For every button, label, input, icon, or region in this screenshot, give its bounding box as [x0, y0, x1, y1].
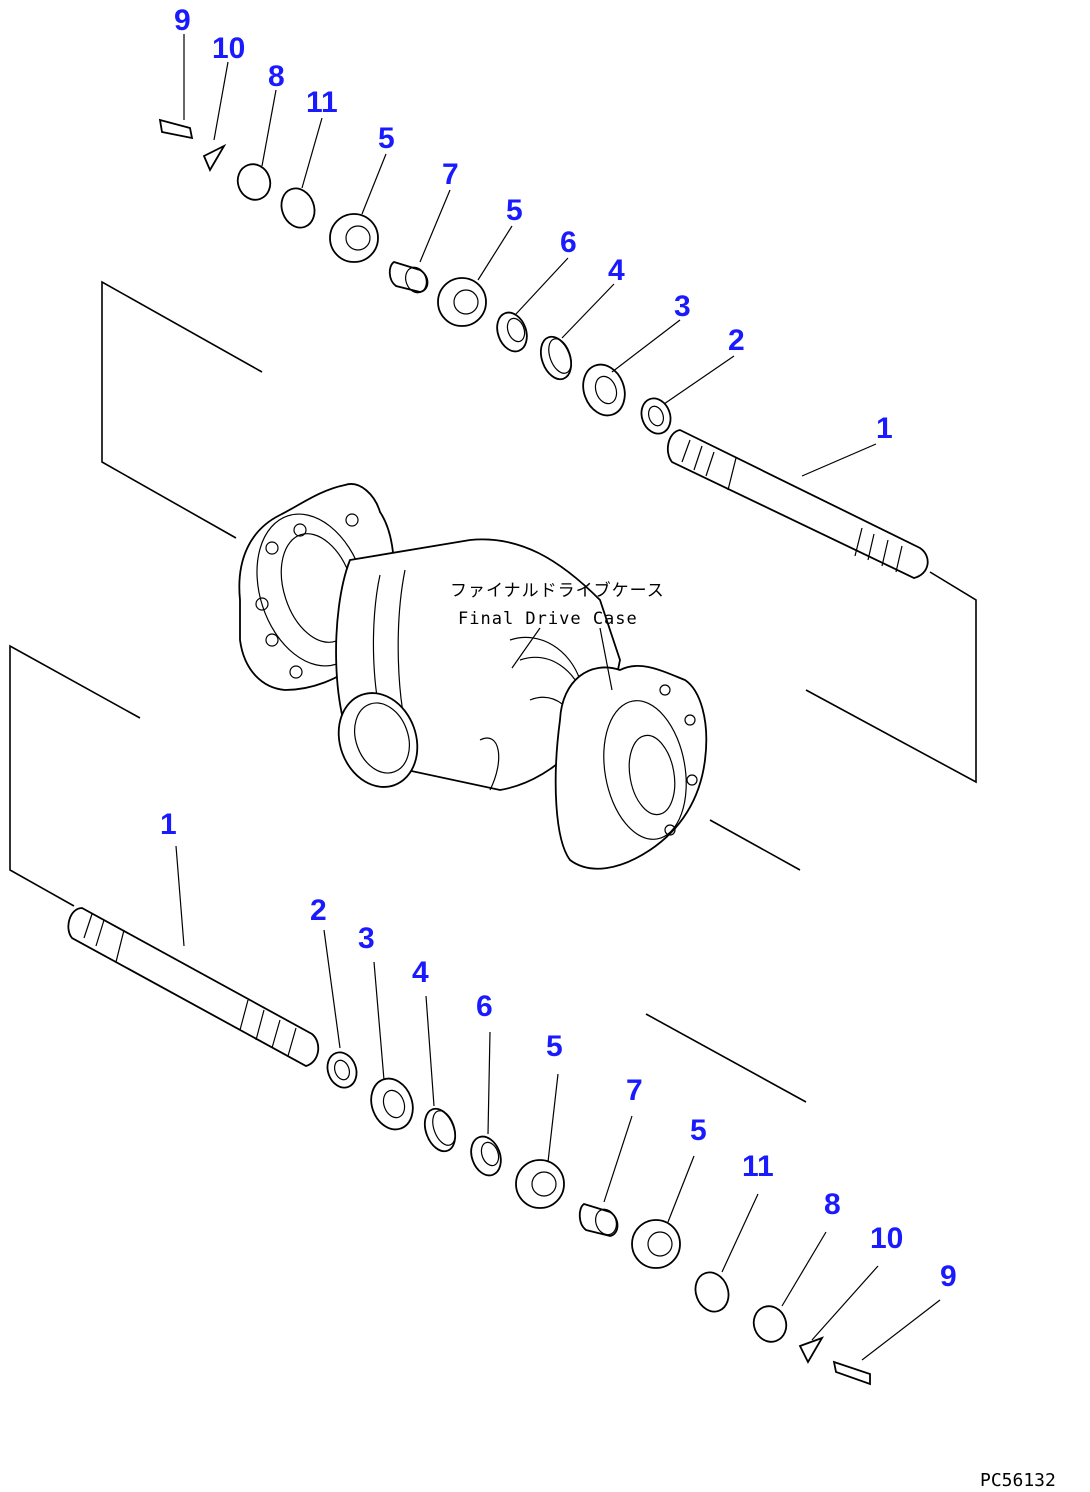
upper-callouts: 9 10 8 11 5 7 5 6 4 3 2 1: [174, 4, 893, 445]
lower-part-7: [578, 1203, 619, 1237]
upper-axle-assembly: [158, 118, 929, 579]
callout-upper-5a: 5: [378, 122, 395, 155]
callout-lower-6: 6: [476, 990, 493, 1023]
lower-part-3: [370, 1077, 414, 1131]
callout-lower-8: 8: [824, 1188, 841, 1221]
callout-upper-11: 11: [306, 86, 338, 119]
lower-part-9: [832, 1360, 871, 1386]
upper-part-5b: [437, 277, 487, 327]
callout-upper-5b: 5: [506, 194, 523, 227]
callout-upper-4: 4: [608, 254, 625, 287]
lower-part-2: [326, 1051, 358, 1089]
lower-part-8: [752, 1305, 788, 1343]
callout-upper-7: 7: [442, 158, 459, 191]
upper-part-2: [640, 397, 672, 435]
projection-lines: [9, 280, 977, 1103]
case-label-jp: ファイナルドライブケース: [450, 580, 665, 601]
callout-upper-2: 2: [728, 324, 745, 357]
callout-upper-8: 8: [268, 60, 285, 93]
callout-upper-9: 9: [174, 4, 191, 37]
lower-part-5b: [631, 1219, 681, 1269]
callout-upper-3: 3: [674, 290, 691, 323]
callout-lower-9: 9: [940, 1260, 957, 1293]
callout-lower-11: 11: [742, 1150, 774, 1183]
upper-part-3: [582, 363, 626, 417]
final-drive-case: [238, 483, 708, 870]
upper-part-6: [496, 311, 528, 353]
lower-shaft-1: [67, 907, 320, 1067]
lower-leaders: [175, 845, 941, 1361]
callout-lower-2: 2: [310, 894, 327, 927]
callout-upper-10: 10: [212, 32, 245, 65]
upper-shaft-1: [666, 429, 929, 579]
callout-lower-3: 3: [358, 922, 375, 955]
upper-part-8: [236, 163, 272, 201]
callout-upper-1: 1: [876, 412, 893, 445]
case-label-leaders: [511, 627, 613, 691]
lower-part-5a: [515, 1159, 565, 1209]
case-label-en: Final Drive Case: [458, 609, 638, 629]
drawing-code: PC56132: [980, 1470, 1056, 1491]
lower-axle-assembly: [67, 907, 871, 1386]
callout-lower-4: 4: [412, 956, 429, 989]
lower-part-11: [694, 1271, 730, 1313]
upper-part-9: [158, 118, 194, 140]
callout-lower-1: 1: [160, 808, 177, 841]
callout-lower-10: 10: [870, 1222, 903, 1255]
lower-part-10: [798, 1336, 825, 1364]
upper-part-5a: [329, 213, 379, 263]
callout-lower-7: 7: [626, 1074, 643, 1107]
upper-part-11: [280, 187, 316, 229]
callout-upper-6: 6: [560, 226, 577, 259]
upper-part-10: [202, 143, 227, 172]
upper-leaders: [183, 34, 877, 477]
callout-lower-5a: 5: [546, 1030, 563, 1063]
lower-callouts: 1 2 3 4 6 5 7 5 11 8 10 9: [160, 808, 957, 1293]
lower-part-6: [470, 1135, 502, 1177]
callout-lower-5b: 5: [690, 1114, 707, 1147]
